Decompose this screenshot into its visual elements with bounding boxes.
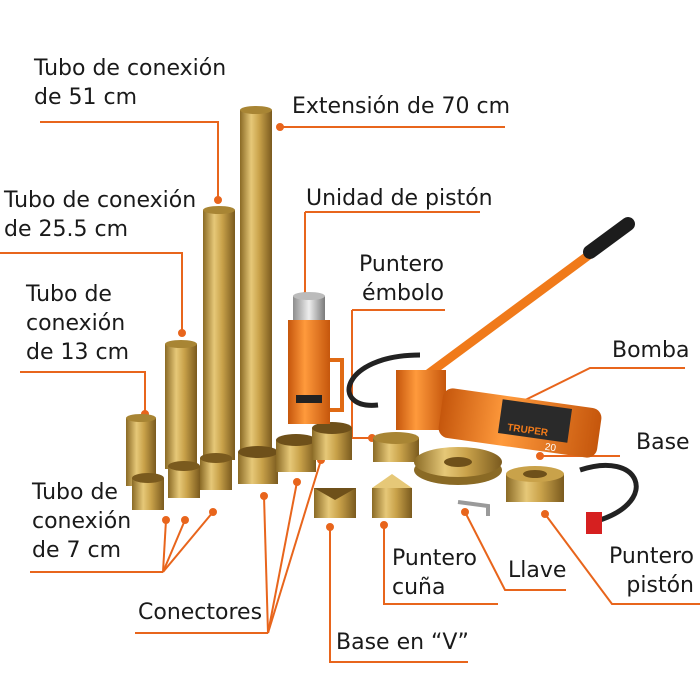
label-piston-unit: Unidad de pistón	[306, 186, 493, 211]
piston-tip	[506, 466, 564, 502]
label-key: Llave	[508, 558, 567, 583]
label-extension-70: Extensión de 70 cm	[292, 94, 511, 119]
extension-70-tube	[240, 106, 272, 455]
pump: TRUPER 20	[396, 217, 635, 458]
connection-tubes-7	[132, 453, 232, 510]
connection-tube-25-5	[165, 340, 197, 469]
label-connectors: Conectores	[138, 600, 263, 625]
label-v-base: Base en “V”	[336, 630, 469, 655]
label-pump: Bomba	[612, 338, 690, 363]
v-base	[314, 488, 356, 518]
base-plate	[414, 447, 502, 485]
leader-lines	[0, 121, 700, 663]
connectors	[238, 422, 352, 484]
connection-tube-51	[203, 206, 235, 460]
pump-capacity: 20	[544, 442, 557, 455]
label-base: Base	[636, 430, 690, 455]
allen-key	[457, 500, 490, 516]
pump-hose	[346, 352, 421, 408]
piston-unit	[288, 292, 344, 424]
wedge-tip	[372, 474, 412, 518]
plunger-tip	[373, 432, 419, 462]
pump-hose-2	[579, 462, 639, 528]
hose-coupler	[586, 512, 602, 534]
